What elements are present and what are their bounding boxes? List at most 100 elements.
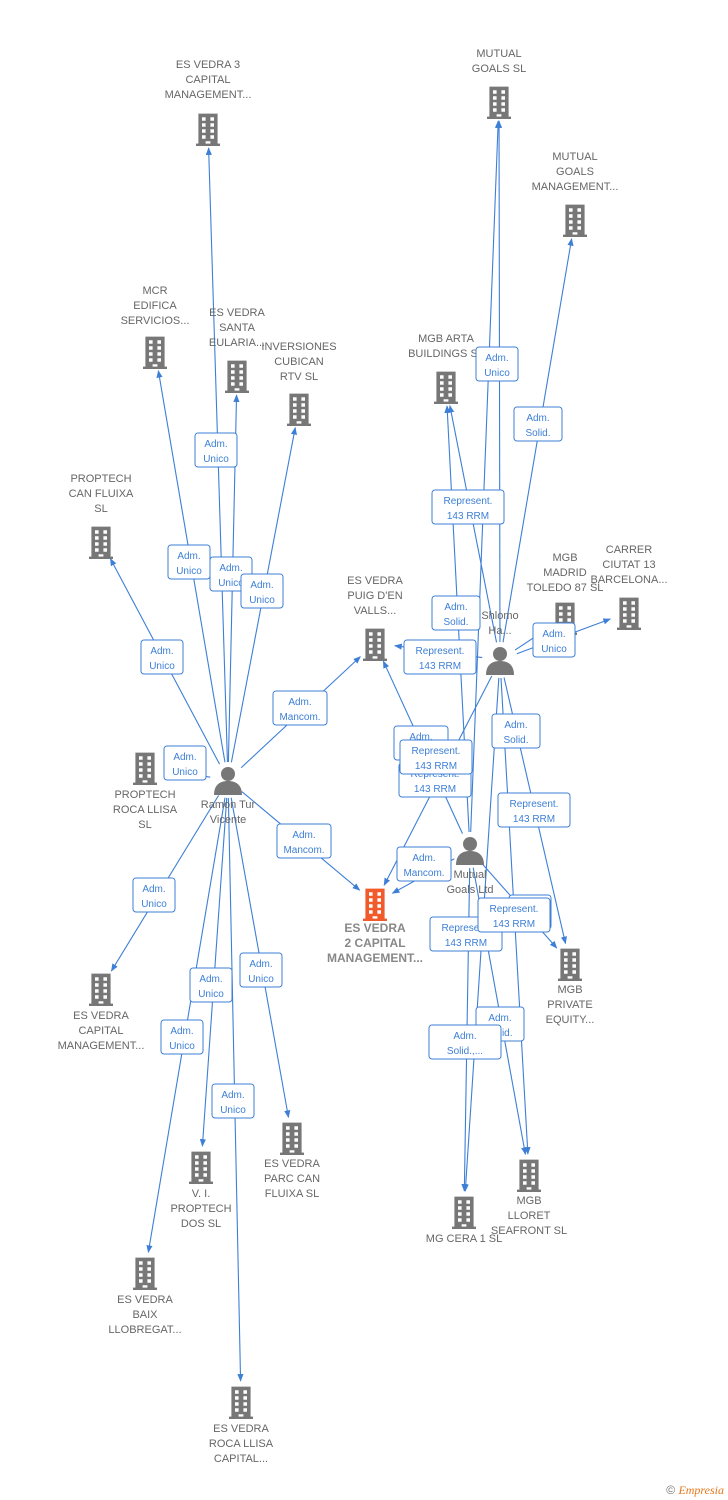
edge-label-mutualltd-esvedra2[interactable]: Adm.Mancom. bbox=[396, 846, 452, 882]
edge-label-box bbox=[497, 792, 571, 828]
edge-label-ramon-vi[interactable]: Adm.Unico bbox=[189, 967, 233, 1003]
edge-label-shlomo-mutualgoals[interactable]: Adm.Unico bbox=[475, 346, 519, 382]
edge-label-shlomo-mgbmadrid[interactable]: Adm.Solid. bbox=[431, 595, 481, 631]
node-label-line: RTV SL bbox=[280, 371, 318, 383]
node-label-line: SL bbox=[138, 819, 151, 831]
edge-label-text: Represent. bbox=[442, 923, 491, 934]
node-label-line: MADRID bbox=[543, 567, 586, 579]
edge-label-ramon-proptechcan[interactable]: Adm.Unico bbox=[140, 639, 184, 675]
edge-label-mutualltd-mutualgoals[interactable]: Represent.143 RRM bbox=[399, 739, 473, 775]
edge-label-text: 143 RRM bbox=[493, 919, 535, 930]
edge-label-box bbox=[132, 877, 176, 913]
main-company-building-icon bbox=[363, 888, 387, 921]
edge-mutualltd-to-mutualgoals bbox=[470, 120, 502, 833]
edge-label-ramon-esvedraparc[interactable]: Adm.Unico bbox=[239, 952, 283, 988]
edge-label-box bbox=[399, 739, 473, 775]
node-mutualgoals[interactable]: MUTUAL GOALS SL bbox=[472, 48, 526, 119]
edge-label-shlomo-mgbarta[interactable]: Represent.143 RRM bbox=[431, 489, 505, 525]
edge-label-shlomo-mgbprivate[interactable]: Adm. Solid. bbox=[491, 713, 541, 749]
edge-label-ramon-esvedracapital[interactable]: Adm.Unico bbox=[132, 877, 176, 913]
edge-label-text: Unico bbox=[248, 974, 274, 985]
node-label-line: EDIFICA bbox=[133, 300, 177, 312]
node-label-line: Shlomo bbox=[481, 610, 518, 622]
building-icon bbox=[280, 1122, 304, 1155]
person-icon bbox=[456, 837, 484, 865]
edge-label-text: Represent. bbox=[490, 904, 539, 915]
edge-label-text: Unico bbox=[198, 989, 224, 1000]
edge-label-ramon-esvedrabaix[interactable]: Adm.Unico bbox=[160, 1019, 204, 1055]
building-icon bbox=[89, 526, 113, 559]
node-label-line: V. I. bbox=[192, 1188, 211, 1200]
node-label-line: VALLS... bbox=[354, 605, 397, 617]
brand-name[interactable]: Empresia bbox=[678, 1483, 724, 1497]
edge-label-ramon-esvedrapuig[interactable]: Adm.Mancom. bbox=[272, 690, 328, 726]
node-label-line: Ha... bbox=[488, 625, 511, 637]
edge-label-box bbox=[532, 622, 576, 658]
node-label-line: MUTUAL bbox=[476, 48, 521, 60]
node-label-line: LLORET bbox=[508, 1210, 551, 1222]
edge-label-shlomo-esvedrapuig[interactable]: Represent.143 RRM bbox=[403, 639, 477, 675]
edge-label-shlomo-mgblloret[interactable]: Represent.143 RRM bbox=[497, 792, 571, 828]
node-label-line: PUIG D'EN bbox=[347, 590, 402, 602]
node-label-line: MGB bbox=[552, 552, 577, 564]
edge-label-ramon-inversiones[interactable]: Adm.Unico bbox=[240, 573, 284, 609]
edge-label-mutualltd-mgblloret[interactable]: Represent. 143 RRM bbox=[477, 897, 551, 933]
edge-label-shlomo-mgcera[interactable]: Adm.Solid.,... bbox=[428, 1024, 502, 1060]
edge-label-ramon-mcr[interactable]: Adm.Unico bbox=[167, 544, 211, 580]
edge-label-ramon-esvedra3[interactable]: Adm.Unico bbox=[194, 432, 238, 468]
node-label-line: GOALS SL bbox=[472, 63, 526, 75]
edge-label-text: Solid. bbox=[443, 617, 468, 628]
edge-label-shlomo-mutualgoalsmgmt[interactable]: Adm.Solid. bbox=[513, 406, 563, 442]
building-icon bbox=[558, 948, 582, 981]
edge-label-text: Solid.,... bbox=[447, 1046, 483, 1057]
node-label-line: MANAGEMENT... bbox=[532, 181, 619, 193]
edge-label-text: Adm. bbox=[219, 563, 242, 574]
node-label-line: DOS SL bbox=[181, 1218, 221, 1230]
edge-label-box bbox=[140, 639, 184, 675]
edge-label-text: Solid. bbox=[503, 735, 528, 746]
node-mgcera[interactable]: MG CERA 1 SL bbox=[426, 1196, 502, 1245]
edge-label-text: Unico bbox=[141, 899, 167, 910]
building-icon bbox=[287, 393, 311, 426]
edge-label-text: 143 RRM bbox=[513, 814, 555, 825]
edge-label-text: Mancom. bbox=[283, 845, 324, 856]
node-label-line: CAPITAL... bbox=[214, 1453, 268, 1465]
edge-label-text: Unico bbox=[169, 1041, 195, 1052]
edge-label-box bbox=[189, 967, 233, 1003]
edge-label-ramon-esvedra2[interactable]: Adm.Mancom. bbox=[276, 823, 332, 859]
edge-label-ramon-proptechroca[interactable]: Adm.Unico bbox=[163, 745, 207, 781]
edge-label-text: Adm. bbox=[504, 720, 527, 731]
edge-label-shlomo-carrer[interactable]: Adm.Unico bbox=[532, 622, 576, 658]
node-label-line: CUBICAN bbox=[274, 356, 324, 368]
node-label-line: PARC CAN bbox=[264, 1173, 320, 1185]
edge-label-text: Solid. bbox=[525, 428, 550, 439]
edge-label-ramon-esvedraroca[interactable]: Adm.Unico bbox=[211, 1083, 255, 1119]
